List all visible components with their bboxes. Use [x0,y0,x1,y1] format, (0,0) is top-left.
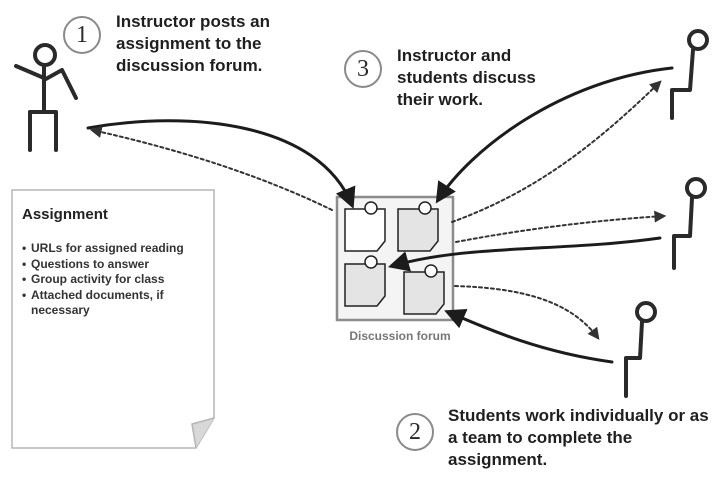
instructor-figure-icon [14,43,78,152]
diagram-arrows [86,66,674,364]
assignment-title: Assignment [22,206,108,223]
arrow-forum-to-student3 [454,285,600,340]
post-note-icon [344,201,386,252]
seated-student-figure-icon [624,301,657,398]
post-note-icon [403,264,445,315]
arrow-student2-to-forum [387,236,662,272]
step-1-text: Instructor posts an assignment to the di… [116,12,270,75]
arrow-instructor-to-forum [86,119,356,209]
arrow-student3-to-forum [444,308,614,364]
post-note-icon [344,255,386,307]
arrow-forum-to-student2 [455,210,667,243]
assignment-item: Attached documents, if necessary [22,288,207,319]
assignment-list: URLs for assigned reading Questions to a… [22,241,207,319]
arrow-student1-to-forum [435,66,674,204]
step-2-text: Students work individually or as a team … [448,406,709,469]
discussion-forum-box [335,195,455,322]
arrow-forum-to-student1 [451,80,662,223]
assignment-item: Questions to answer [22,257,207,273]
post-note-icon [397,201,439,252]
step-1-number: 1 [63,16,101,54]
step-3-number: 3 [344,50,382,88]
assignment-item: Group activity for class [22,272,207,288]
seated-student-figure-icon [670,29,709,120]
seated-student-figure-icon [672,177,707,270]
step-2-number: 2 [396,413,434,451]
discussion-forum-label: Discussion forum [349,329,451,343]
assignment-content: Assignment URLs for assigned reading Que… [22,206,207,319]
step-3-text: Instructor and students discuss their wo… [397,46,536,109]
assignment-item: URLs for assigned reading [22,241,207,257]
arrow-forum-to-instructor [89,126,333,211]
